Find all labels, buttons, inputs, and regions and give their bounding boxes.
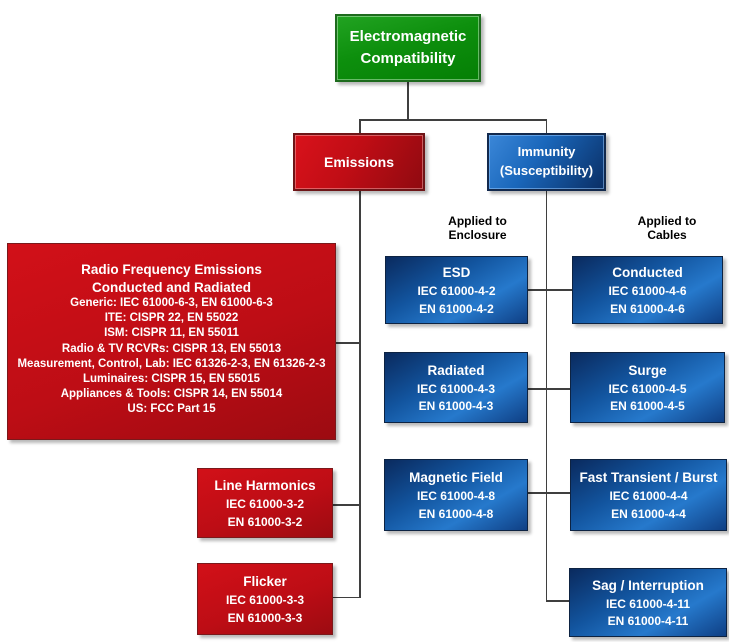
node-title: Flicker	[243, 574, 287, 589]
standard-line: US: FCC Part 15	[127, 403, 216, 416]
connector-drop-immunity	[545, 119, 547, 134]
node-title: Magnetic Field	[409, 470, 503, 485]
column-header-line: Enclosure	[448, 228, 507, 242]
node-flicker: Flicker IEC 61000-3-3 EN 61000-3-3	[197, 563, 333, 635]
standard-line: IEC 61000-4-5	[608, 381, 687, 396]
node-conducted: Conducted IEC 61000-4-6 EN 61000-4-6	[572, 256, 723, 324]
standard-line: EN 61000-4-6	[610, 301, 685, 316]
standard-line: ITE: CISPR 22, EN 55022	[104, 312, 239, 325]
node-immunity: Immunity (Susceptibility)	[487, 133, 606, 191]
node-label: Emissions	[323, 154, 395, 170]
standard-line: IEC 61000-4-11	[605, 596, 691, 611]
standard-line: IEC 61000-4-8	[416, 489, 496, 503]
connector-stub-line-harmonics	[333, 504, 360, 506]
connector-root-down	[407, 82, 409, 119]
connector-row-esd-conducted	[528, 289, 572, 291]
node-sag-interruption: Sag / Interruption IEC 61000-4-11 EN 610…	[569, 568, 727, 637]
node-label: (Susceptibility)	[499, 163, 594, 178]
standard-line: EN 61000-4-5	[610, 399, 685, 413]
standard-line: IEC 61000-3-2	[225, 497, 305, 511]
node-title: ESD	[442, 265, 471, 280]
standard-line: Appliances & Tools: CISPR 14, EN 55014	[60, 388, 283, 401]
node-fast-transient-burst: Fast Transient / Burst IEC 61000-4-4 EN …	[570, 459, 727, 531]
standard-line: Luminaires: CISPR 15, EN 55015	[82, 373, 261, 386]
node-title: Surge	[628, 362, 667, 378]
standard-line: IEC 61000-4-2	[417, 284, 496, 298]
standard-line: IEC 61000-3-3	[225, 593, 305, 607]
node-title: Conducted	[612, 265, 683, 280]
connector-emissions-trunk	[359, 191, 361, 598]
column-header-enclosure: Applied to Enclosure	[427, 214, 528, 242]
node-surge: Surge IEC 61000-4-5 EN 61000-4-5	[570, 352, 725, 423]
standard-line: EN 61000-3-3	[227, 610, 303, 625]
node-electromagnetic-compatibility: Electromagnetic Compatibility	[335, 14, 481, 82]
standard-line: IEC 61000-4-3	[416, 381, 496, 396]
standard-line: IEC 61000-4-4	[609, 489, 688, 503]
connector-immunity-trunk	[545, 191, 547, 601]
standard-line: EN 61000-3-2	[227, 514, 303, 529]
node-line-harmonics: Line Harmonics IEC 61000-3-2 EN 61000-3-…	[197, 468, 333, 538]
node-radio-frequency-emissions: Radio Frequency Emissions Conducted and …	[7, 243, 336, 440]
connector-row-magnetic-fast	[528, 492, 572, 494]
standard-line: Measurement, Control, Lab: IEC 61326-2-3…	[17, 357, 326, 370]
column-header-line: Cables	[647, 228, 687, 242]
standard-line: ISM: CISPR 11, EN 55011	[104, 327, 239, 340]
node-title: Radio Frequency Emissions	[81, 262, 262, 277]
node-title: Conducted and Radiated	[91, 279, 251, 295]
connector-drop-emissions	[359, 119, 361, 134]
standard-line: EN 61000-4-2	[419, 301, 494, 316]
node-label: Compatibility	[360, 50, 456, 67]
node-title: Fast Transient / Burst	[579, 470, 718, 485]
standard-line: IEC 61000-4-6	[608, 284, 687, 298]
node-title: Sag / Interruption	[592, 577, 704, 593]
standard-line: EN 61000-4-8	[418, 506, 494, 521]
node-emissions: Emissions	[293, 133, 425, 191]
node-title: Radiated	[427, 362, 485, 378]
node-magnetic-field: Magnetic Field IEC 61000-4-8 EN 61000-4-…	[384, 459, 528, 531]
connector-stub-sag	[545, 600, 570, 602]
connector-stub-rf	[336, 342, 360, 344]
standard-line: EN 61000-4-3	[418, 399, 494, 413]
connector-top-horizontal	[359, 119, 547, 121]
node-label: Immunity	[517, 144, 576, 160]
column-header-cables: Applied to Cables	[617, 214, 717, 242]
standard-line: Generic: IEC 61000-6-3, EN 61000-6-3	[70, 297, 273, 309]
standard-line: EN 61000-4-4	[611, 506, 686, 521]
node-label: Electromagnetic	[349, 28, 467, 46]
connector-row-radiated-surge	[528, 388, 572, 390]
node-radiated: Radiated IEC 61000-4-3 EN 61000-4-3	[384, 352, 528, 423]
connector-stub-flicker	[333, 596, 360, 598]
node-esd: ESD IEC 61000-4-2 EN 61000-4-2	[385, 256, 528, 324]
standard-line: EN 61000-4-11	[607, 614, 689, 628]
standard-line: Radio & TV RCVRs: CISPR 13, EN 55013	[61, 342, 282, 355]
node-title: Line Harmonics	[214, 478, 316, 493]
column-header-line: Applied to	[637, 214, 697, 228]
column-header-line: Applied to	[448, 214, 507, 228]
